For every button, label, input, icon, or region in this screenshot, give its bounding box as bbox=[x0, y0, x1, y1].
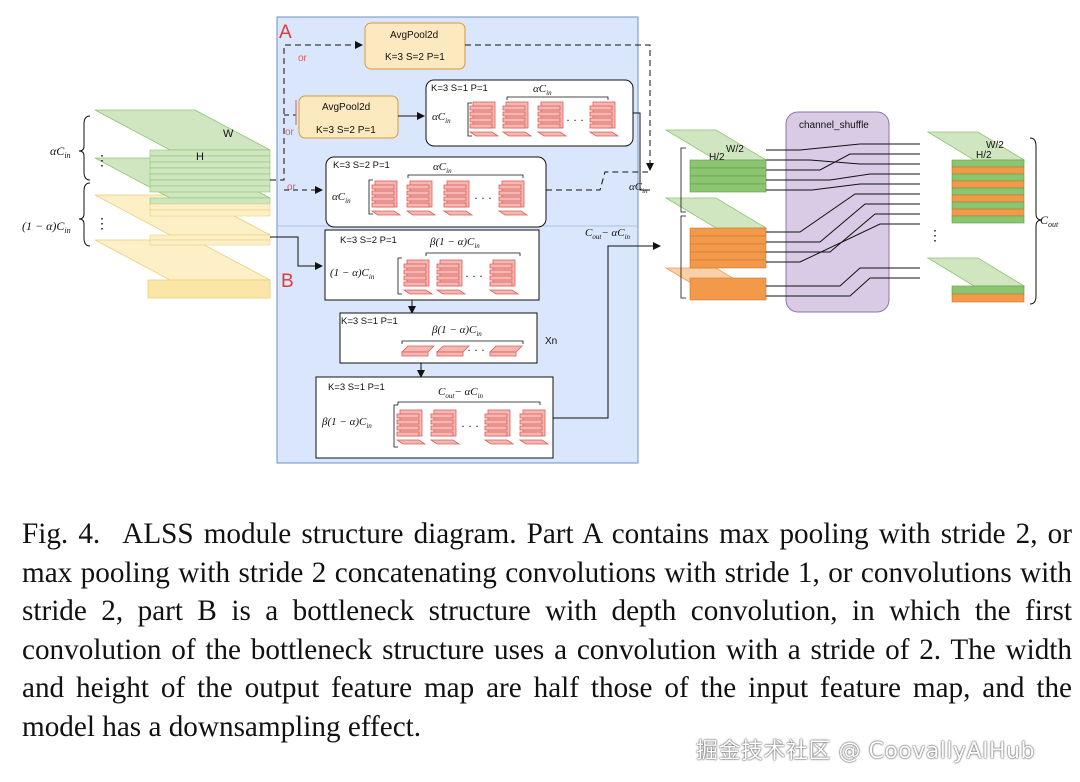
watermark: 掘金技术社区 @ CoovallyAIHub bbox=[696, 739, 1036, 764]
mid-alpha-cin-label: αCin bbox=[629, 181, 648, 195]
svg-text:K=3 S=1 P=1: K=3 S=1 P=1 bbox=[341, 316, 398, 327]
svg-text:K=3 S=2 P=1: K=3 S=2 P=1 bbox=[333, 160, 390, 171]
part-b-label: B bbox=[281, 271, 294, 292]
one-minus-alpha-cin-label: (1 − α)Cin bbox=[22, 219, 71, 235]
avgpool-top-box: AvgPool2d K=3 S=2 P=1 bbox=[364, 22, 466, 70]
svg-text:K=3 S=2 P=1: K=3 S=2 P=1 bbox=[316, 125, 376, 136]
or-label-3: or bbox=[287, 182, 297, 193]
output-feature-map: W/2 H/2 ⋮ bbox=[926, 131, 1026, 303]
svg-text:· · ·: · · · bbox=[467, 343, 485, 357]
svg-text:· · ·: · · · bbox=[465, 269, 483, 283]
input-feature-map: W H bbox=[94, 109, 271, 299]
figure-label: Fig. 4. bbox=[22, 518, 101, 550]
svg-text:Cout− αCin: Cout− αCin bbox=[438, 386, 484, 400]
shuffle-lines bbox=[766, 143, 920, 297]
svg-text:W/2: W/2 bbox=[986, 140, 1004, 151]
svg-text:· · ·: · · · bbox=[566, 113, 584, 127]
input-width-label: W bbox=[223, 128, 234, 140]
avgpool-mid-box: AvgPool2d K=3 S=2 P=1 bbox=[298, 95, 399, 139]
svg-text:αCin: αCin bbox=[433, 161, 452, 175]
channel-shuffle-label: channel_shuffle bbox=[799, 120, 869, 131]
svg-text:AvgPool2d: AvgPool2d bbox=[322, 102, 370, 113]
svg-text:⋮: ⋮ bbox=[928, 229, 942, 244]
svg-text:K=3 S=2 P=1: K=3 S=2 P=1 bbox=[385, 52, 445, 63]
conv-a2-box: K=3 S=2 P=1 αCin αCin · · · bbox=[325, 156, 547, 228]
svg-text:(1 − α)Cin: (1 − α)Cin bbox=[330, 267, 375, 281]
input-vdots-1: ⋮ bbox=[95, 154, 109, 169]
cout-label: Cout bbox=[1040, 213, 1059, 229]
svg-text:· · ·: · · · bbox=[474, 191, 492, 205]
conv-b2-box: K=3 S=1 P=1 β(1 − α)Cin · · · bbox=[339, 312, 538, 364]
svg-text:AvgPool2d: AvgPool2d bbox=[390, 30, 438, 41]
svg-text:β(1 − α)Cin: β(1 − α)Cin bbox=[431, 324, 482, 338]
svg-text:αCin: αCin bbox=[332, 191, 351, 205]
svg-text:β(1 − α)Cin: β(1 − α)Cin bbox=[321, 416, 372, 430]
cout-minus-label: Cout− αCin bbox=[585, 227, 631, 241]
or-label-1: or bbox=[298, 53, 308, 64]
repeat-xn-label: Xn bbox=[545, 336, 557, 347]
or-label-2: or bbox=[285, 127, 295, 138]
svg-text:αCin: αCin bbox=[533, 83, 552, 97]
conv-b3-box: K=3 S=1 P=1 Cout− αCin β(1 − α)Cin · · · bbox=[315, 376, 554, 459]
svg-text:· · ·: · · · bbox=[461, 419, 479, 433]
svg-text:K=3 S=2 P=1: K=3 S=2 P=1 bbox=[340, 235, 397, 246]
svg-text:K=3 S=1 P=1: K=3 S=1 P=1 bbox=[328, 382, 385, 393]
conv-b1-box: K=3 S=2 P=1 β(1 − α)Cin (1 − α)Cin · · · bbox=[324, 229, 540, 301]
input-vdots-2: ⋮ bbox=[95, 217, 109, 232]
channel-shuffle-block bbox=[785, 111, 890, 313]
caption-text: ALSS module structure diagram. Part A co… bbox=[22, 518, 1072, 743]
svg-text:β(1 − α)Cin: β(1 − α)Cin bbox=[429, 236, 480, 250]
figure-caption: Fig. 4.ALSS module structure diagram. Pa… bbox=[22, 515, 1072, 747]
svg-text:αCin: αCin bbox=[432, 111, 451, 125]
alpha-cin-label: αCin bbox=[50, 144, 71, 160]
input-height-label: H bbox=[196, 151, 204, 163]
concat-feature-map: W/2 H/2 bbox=[664, 129, 768, 301]
svg-text:H/2: H/2 bbox=[976, 150, 992, 161]
svg-text:W/2: W/2 bbox=[726, 144, 744, 155]
svg-text:H/2: H/2 bbox=[709, 152, 725, 163]
svg-text:K=3 S=1 P=1: K=3 S=1 P=1 bbox=[431, 83, 488, 94]
alss-diagram: A B W H αCin (1 − α)Cin ⋮ ⋮ or or or Av bbox=[22, 16, 1059, 464]
conv-a1-box: K=3 S=1 P=1 αCin αCin · · · bbox=[425, 79, 634, 147]
part-a-label: A bbox=[279, 22, 292, 43]
